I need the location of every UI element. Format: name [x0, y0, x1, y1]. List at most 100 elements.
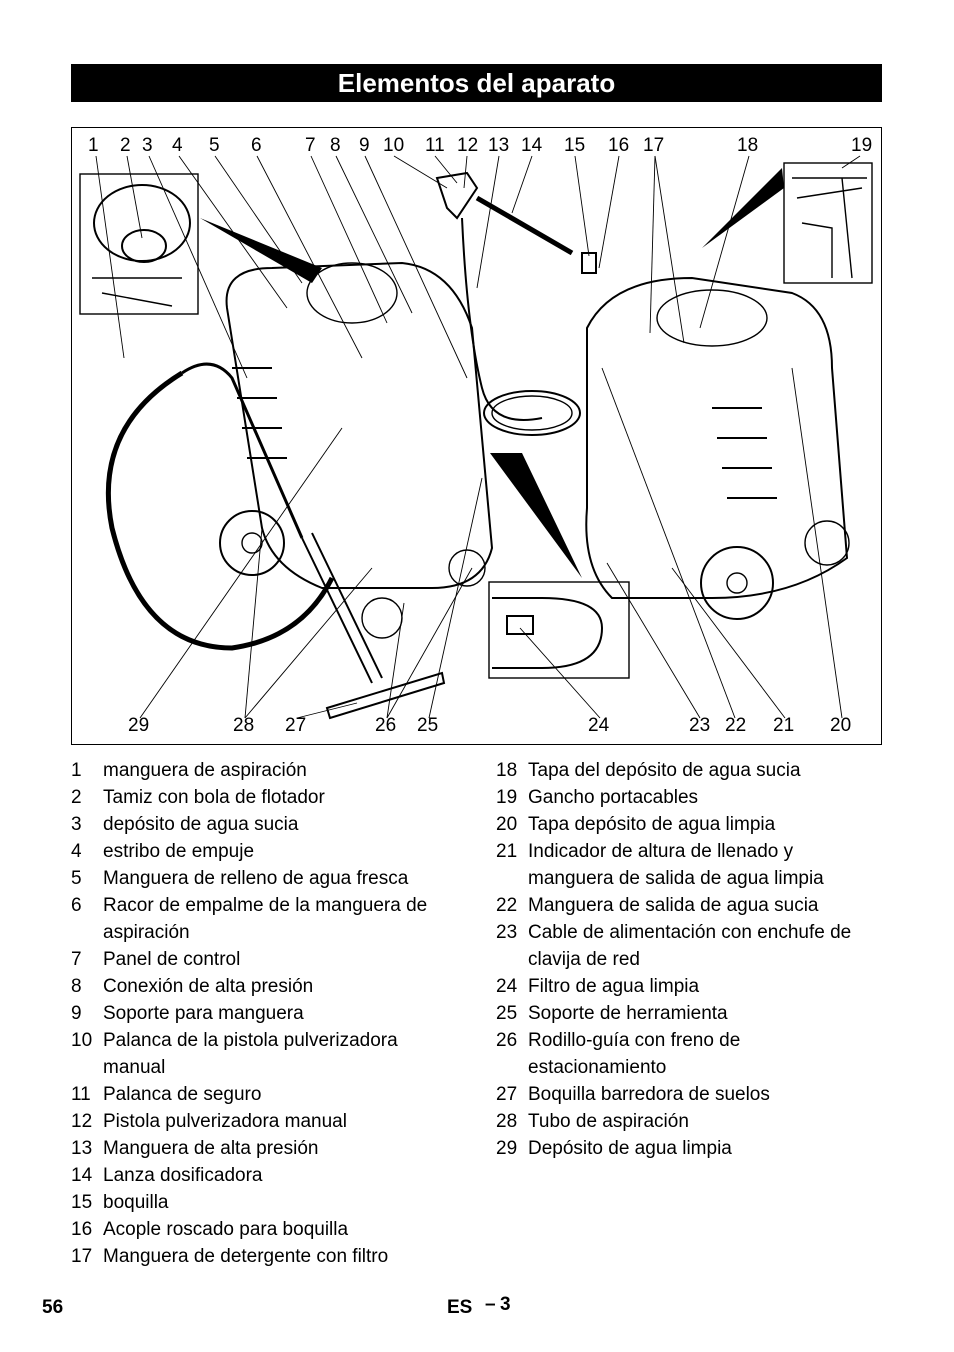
callout-9: 9 [359, 135, 370, 156]
part-label: Cable de alimentación con enchufe de cla… [528, 922, 852, 970]
part-label: Soporte de herramienta [528, 1003, 728, 1024]
part-label: Manguera de detergente con filtro [103, 1246, 389, 1267]
part-label: Tubo de aspiración [528, 1111, 689, 1132]
inset-water-filter [488, 581, 630, 679]
part-number: 27 [496, 1084, 518, 1105]
callout-2: 2 [120, 135, 131, 156]
part-number: 6 [71, 895, 82, 916]
part-label: Soporte para manguera [103, 1003, 304, 1024]
part-label: Manguera de salida de agua sucia [528, 895, 819, 916]
left-machine-body [225, 261, 494, 589]
callout-14: 14 [521, 135, 543, 156]
callout-29: 29 [128, 715, 150, 736]
part-number: 2 [71, 787, 82, 808]
right-machine-body [585, 276, 849, 599]
callout-13: 13 [488, 135, 510, 156]
callout-25: 25 [417, 715, 439, 736]
part-number: 17 [71, 1246, 93, 1267]
part-item: 14 Lanza dosificadora [71, 1162, 463, 1189]
part-number: 1 [71, 760, 82, 781]
callout-27: 27 [285, 715, 307, 736]
callout-16: 16 [608, 135, 630, 156]
callout-4: 4 [172, 135, 183, 156]
part-number: 16 [71, 1219, 93, 1240]
part-number: 10 [71, 1030, 93, 1051]
part-number: 23 [496, 922, 518, 943]
callout-15: 15 [564, 135, 586, 156]
part-number: 25 [496, 1003, 518, 1024]
part-label: estribo de empuje [103, 841, 255, 862]
part-label: Acople roscado para boquilla [103, 1219, 349, 1240]
part-label: Tamiz con bola de flotador [103, 787, 325, 808]
callout-3: 3 [142, 135, 153, 156]
part-item: 10 Palanca de la pistola pulverizadora ma… [71, 1027, 463, 1081]
part-label: Panel de control [103, 949, 241, 970]
part-number: 24 [496, 976, 518, 997]
part-label: Indicador de altura de llenado y manguer… [528, 841, 824, 889]
callout-18: 18 [737, 135, 759, 156]
part-item: 20 Tapa depósito de agua limpia [496, 811, 882, 838]
part-label: Racor de empalme de la manguera de aspir… [103, 895, 428, 943]
part-item: 2 Tamiz con bola de flotador [71, 784, 463, 811]
callout-21: 21 [773, 715, 795, 736]
part-number: 5 [71, 868, 82, 889]
part-item: 8 Conexión de alta presión [71, 973, 463, 1000]
part-number: 20 [496, 814, 518, 835]
illustration-drawing [79, 155, 873, 720]
parts-list-left: 1 manguera de aspiración 2 Tamiz con bola … [71, 757, 463, 1270]
callout-19: 19 [851, 135, 873, 156]
inset-cable-hook [783, 162, 873, 284]
part-item: 22 Manguera de salida de agua sucia [496, 892, 882, 919]
callout-10: 10 [383, 135, 405, 156]
callout-17: 17 [643, 135, 665, 156]
callout-22: 22 [725, 715, 747, 736]
part-label: Tapa depósito de agua limpia [528, 814, 776, 835]
part-number: 14 [71, 1165, 93, 1186]
part-item: 23 Cable de alimentación con enchufe de c… [496, 919, 882, 973]
device-illustration: 1 2 3 4 5 6 7 8 9 10 11 12 13 14 15 16 1… [71, 127, 882, 745]
part-item: 16 Acople roscado para boquilla [71, 1216, 463, 1243]
part-item: 6 Racor de empalme de la manguera de aspi… [71, 892, 463, 946]
part-label: Depósito de agua limpia [528, 1138, 732, 1159]
part-item: 19 Gancho portacables [496, 784, 882, 811]
part-label: Gancho portacables [528, 787, 699, 808]
part-label: Boquilla barredora de suelos [528, 1084, 770, 1105]
callout-11: 11 [425, 135, 445, 156]
callout-1: 1 [88, 135, 99, 156]
callout-28: 28 [233, 715, 255, 736]
part-number: 8 [71, 976, 82, 997]
part-label: Rodillo-guía con freno de estacionamient… [528, 1030, 741, 1078]
part-number: 19 [496, 787, 518, 808]
part-item: 1 manguera de aspiración [71, 757, 463, 784]
callout-7: 7 [305, 135, 316, 156]
callout-8: 8 [330, 135, 341, 156]
callout-12: 12 [457, 135, 479, 156]
part-number: 12 [71, 1111, 93, 1132]
callout-6: 6 [251, 135, 262, 156]
part-item: 17 Manguera de detergente con filtro [71, 1243, 463, 1270]
inset-strainer [79, 173, 199, 315]
part-number: 22 [496, 895, 518, 916]
part-label: Tapa del depósito de agua sucia [528, 760, 801, 781]
part-label: Palanca de la pistola pulverizadora manu… [103, 1030, 398, 1078]
part-label: Lanza dosificadora [103, 1165, 263, 1186]
section-title: Elementos del aparato [71, 64, 882, 102]
callout-26: 26 [375, 715, 397, 736]
part-label: Conexión de alta presión [103, 976, 314, 997]
part-number: 29 [496, 1138, 518, 1159]
callout-24: 24 [588, 715, 610, 736]
part-label: manguera de aspiración [103, 760, 307, 781]
